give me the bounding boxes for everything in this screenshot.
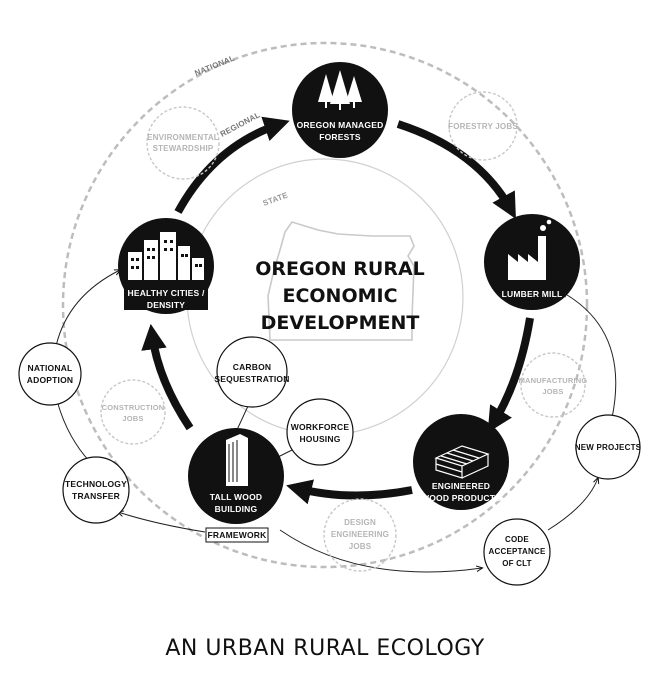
code-label-2: ACCEPTANCE [489,547,546,556]
healthy-cities-node: HEALTHY CITIES / DENSITY [118,218,214,314]
thin-arrow-code-to-new-projects [547,478,598,531]
cities-label-1: HEALTHY CITIES / [127,288,204,298]
tall-label-1: TALL WOOD [210,492,262,502]
framework-label: FRAMEWORK [208,530,268,540]
oregon-map-outline [267,221,415,341]
new-projects-node: NEW PROJECTS [575,414,642,480]
factory-icon [508,219,552,280]
oregon-forests-node: OREGON MANAGED FORESTS [292,62,388,158]
tower-icon [226,434,248,486]
carbon-sequestration-node: CARBON SEQUESTRATION [214,336,289,408]
forests-label-2: FORESTS [319,132,361,142]
lumber-label: LUMBER MILL [502,289,563,299]
national-ring [61,41,589,569]
construction-label-1: CONSTRUCTION [102,403,165,412]
lumber-mill-node: LUMBER MILL [484,214,580,310]
code-label-3: OF CLT [502,559,532,568]
workforce-label-2: HOUSING [299,434,340,444]
center-title-line2: ECONOMIC [282,285,397,307]
technology-transfer-node: TECHNOLOGY TRANSFER [62,456,130,524]
national-ring-label: NATIONAL [193,54,236,78]
workforce-housing-node: WORKFORCE HOUSING [286,398,354,466]
design-label-3: JOBS [349,542,372,551]
national-adoption-label-2: ADOPTION [27,375,73,385]
forests-label-1: OREGON MANAGED [297,120,384,130]
state-ring-label: STATE [262,190,290,208]
arrow-forests-to-lumber [396,120,516,219]
tall-wood-building-node: TALL WOOD BUILDING [188,428,284,524]
thin-arrow-framework-to-code [279,529,482,573]
wood-label-1: ENGINEERED [432,481,490,491]
arrow-wood-to-tall [286,479,413,505]
thin-arrow-new-projects-to-lumber [562,292,617,419]
forestry-jobs-node: FORESTRY JOBS [448,91,518,161]
environmental-label-1: ENVIRONMENTAL [147,133,219,142]
wood-label-2: WOOD PRODUCTS [421,493,501,503]
new-projects-label: NEW PROJECTS [575,443,642,452]
code-label-1: CODE [505,535,529,544]
carbon-label-2: SEQUESTRATION [214,374,289,384]
manufacturing-jobs-node: MANUFACTURING JOBS [519,352,588,418]
center-title-line3: DEVELOPMENT [261,312,420,334]
forestry-label: FORESTRY JOBS [448,122,518,131]
design-engineering-jobs-node: DESIGN ENGINEERING JOBS [323,498,397,572]
workforce-label-1: WORKFORCE [291,422,350,432]
construction-label-2: JOBS [122,414,143,423]
manufacturing-label-2: JOBS [542,387,563,396]
cities-label-2: DENSITY [147,300,185,310]
national-adoption-node: NATIONAL ADOPTION [18,342,82,406]
manufacturing-label-1: MANUFACTURING [519,376,588,385]
arrow-cities-to-forests [174,116,290,214]
technology-label-1: TECHNOLOGY [65,479,127,489]
arrow-tall-to-cities [141,323,194,431]
tall-label-2: BUILDING [215,504,258,514]
framework-tag: FRAMEWORK [205,527,269,543]
design-label-1: DESIGN [344,518,376,527]
carbon-label-1: CARBON [233,362,272,372]
lumber-stack-icon [434,445,490,479]
connector-carbon [235,405,249,433]
national-adoption-label-1: NATIONAL [28,363,73,373]
center-title-line1: OREGON RURAL [255,258,425,280]
environmental-label-2: STEWARDSHIP [153,144,214,153]
construction-jobs-node: CONSTRUCTION JOBS [100,379,166,445]
thin-arrow-framework-to-technology [118,512,206,533]
arrow-lumber-to-wood [487,317,534,433]
engineered-wood-node: ENGINEERED WOOD PRODUCTS [413,414,509,510]
thin-arrow-technology-to-national [57,403,91,463]
thin-arrow-national-to-cities [55,270,120,347]
pine-trees-icon [318,70,362,110]
technology-label-2: TRANSFER [72,491,120,501]
environmental-stewardship-node: ENVIRONMENTAL STEWARDSHIP [146,106,220,180]
diagram-caption: AN URBAN RURAL ECOLOGY [165,636,485,661]
design-label-2: ENGINEERING [331,530,389,539]
code-acceptance-node: CODE ACCEPTANCE OF CLT [483,518,551,586]
